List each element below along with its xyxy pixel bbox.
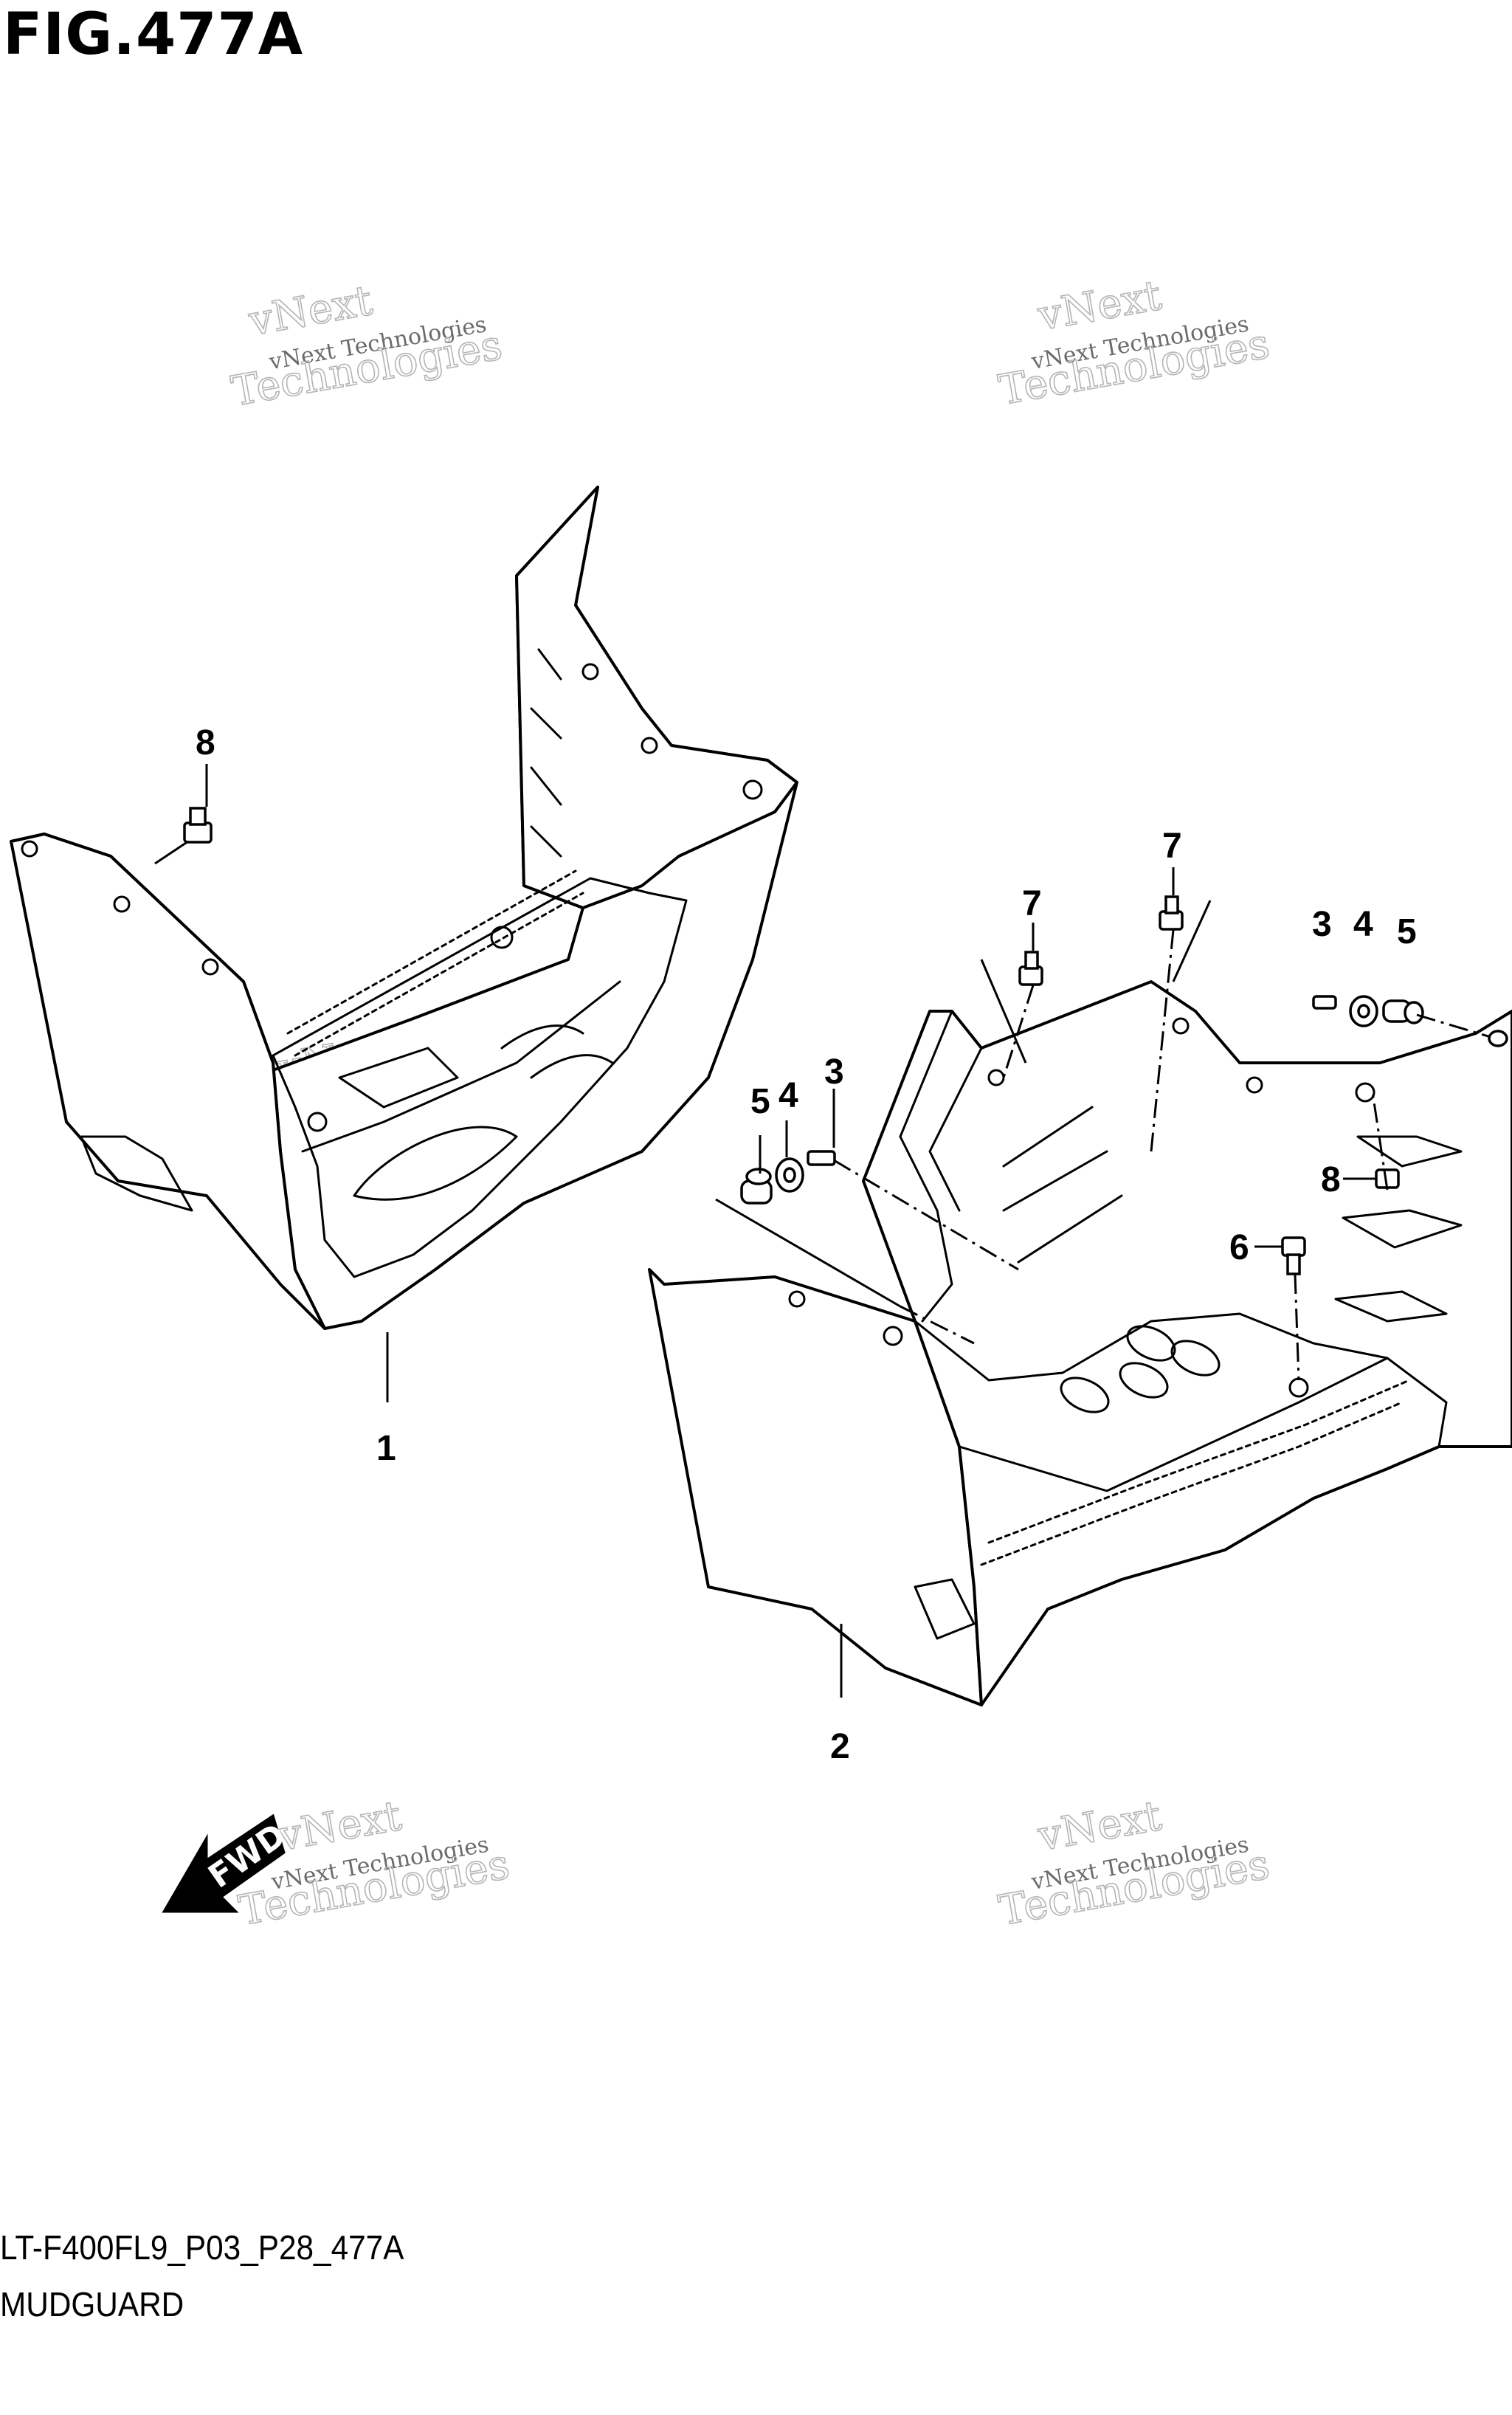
callout-7-right: 7 [1162,827,1182,866]
callout-8-right: 8 [1321,1160,1341,1199]
watermark-top-right: vNext vNext Technologies Technologies [995,271,1274,416]
callout-1: 1 [376,1429,396,1468]
figure-name: MUDGUARD [0,2285,184,2323]
hardware-grommet-5-right [1382,999,1424,1024]
callout-7-left: 7 [1022,884,1042,923]
part-1-left-mudguard [10,486,798,1330]
callout-5-right: 5 [1397,912,1417,951]
hardware-bolt-7-right [1159,895,1184,931]
callout-3-right: 3 [1312,905,1332,944]
hardware-bolt-7-left [1018,951,1043,986]
hardware-bolt-8-left [183,807,213,844]
part-2-right-mudguard [648,980,1512,1706]
hardware-fastener-right-edge [1488,1030,1508,1047]
figure-code: LT-F400FL9_P03_P28_477A [0,2228,404,2267]
callout-3-left: 3 [824,1053,844,1092]
callout-2: 2 [830,1727,850,1766]
hardware-screw-3-right [1312,995,1337,1010]
hardware-washer-4-left [775,1157,804,1193]
callout-6: 6 [1229,1228,1249,1267]
dashed-assembly-lines [833,929,1491,1381]
callout-labels: 8 1 2 7 7 3 4 5 5 4 3 6 8 [196,723,1417,1766]
callout-5-left: 5 [750,1082,770,1121]
callout-4-right: 4 [1353,905,1373,944]
hardware-grommet-5-left [740,1168,773,1205]
hardware-screw-3-left [807,1150,836,1166]
watermark-bottom-right: vNext vNext Technologies Technologies [995,1791,1274,1936]
figure-title: FIG.477A [3,1,304,68]
callout-4-left: 4 [779,1076,798,1115]
leader-lines [154,764,1376,1698]
callout-8-left: 8 [196,723,215,762]
hardware-washer-4-right [1349,995,1378,1027]
watermark-top-left: vNext vNext Technologies Technologies [227,276,506,416]
